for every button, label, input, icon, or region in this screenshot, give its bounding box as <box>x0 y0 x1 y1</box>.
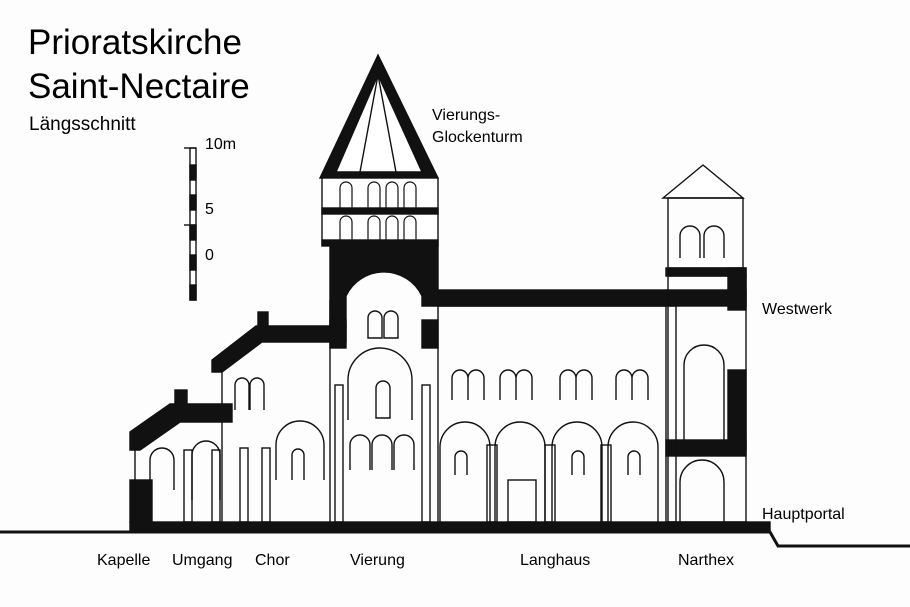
label-tower-2: Glockenturm <box>432 129 523 146</box>
scale-label-10m: 10m <box>205 136 237 153</box>
title-line-1: Prioratskirche <box>28 23 242 62</box>
westwerk <box>661 164 747 523</box>
scale-label-5: 5 <box>205 201 214 218</box>
label-narthex: Narthex <box>678 552 735 569</box>
label-kapelle: Kapelle <box>97 552 151 569</box>
ground-line <box>0 530 910 548</box>
label-langhaus: Langhaus <box>520 552 591 569</box>
choir <box>211 311 347 523</box>
ambulatory <box>129 389 233 523</box>
floor-slab <box>129 521 771 533</box>
label-hauptportal: Hauptportal <box>762 506 845 523</box>
scale-label-0: 0 <box>205 247 214 264</box>
label-tower-1: Vierungs- <box>432 107 501 124</box>
label-westwerk: Westwerk <box>762 301 832 318</box>
crossing-tower <box>318 53 440 523</box>
scale-bar <box>184 147 197 301</box>
title-line-2: Saint-Nectaire <box>28 67 250 106</box>
label-umgang: Umgang <box>172 552 233 569</box>
subtitle: Längsschnitt <box>29 114 136 135</box>
label-vierung: Vierung <box>350 552 405 569</box>
label-chor: Chor <box>255 552 290 569</box>
nave <box>437 289 667 523</box>
